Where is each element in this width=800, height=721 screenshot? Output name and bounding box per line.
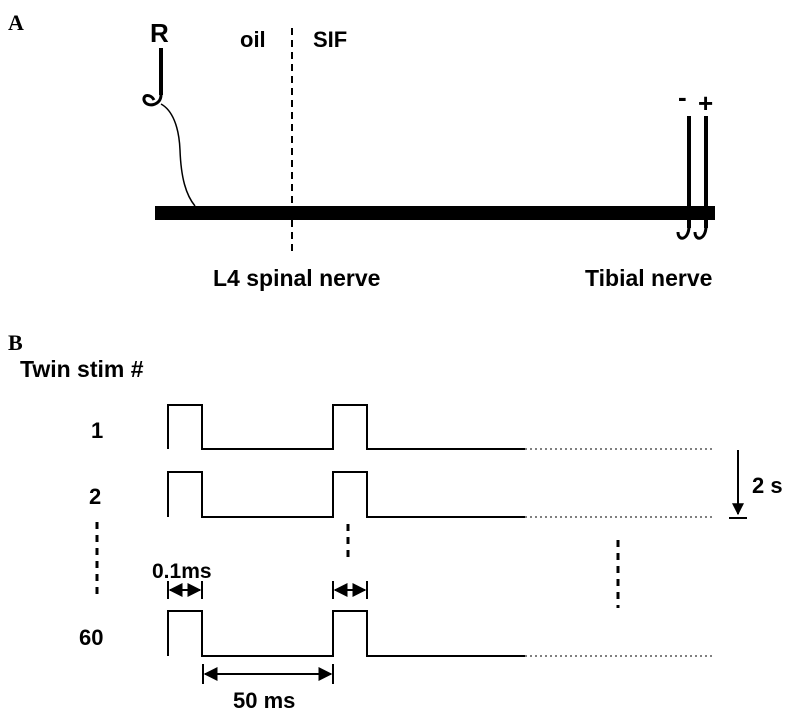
- trace-label-60: 60: [79, 625, 103, 650]
- oil-label: oil: [240, 27, 266, 52]
- pulse-trace-2: [167, 471, 525, 518]
- panel-b: B Twin stim # 1 2 60 2 s 0.1ms 50 ms: [8, 330, 783, 713]
- recording-electrode-wire: [160, 103, 196, 207]
- stim-electrode-negative-hook: [676, 225, 691, 240]
- trace-label-1: 1: [91, 418, 103, 443]
- recording-electrode-label: R: [150, 18, 169, 48]
- nerve-bar: [155, 206, 715, 220]
- pulse-trace-1: [167, 404, 525, 450]
- recording-electrode: [142, 48, 196, 207]
- pulse-width-label: 0.1ms: [152, 560, 212, 583]
- stim-electrode-positive-hook: [693, 225, 708, 240]
- minus-label: -: [678, 82, 687, 112]
- pulse-trace-60: [167, 610, 525, 657]
- tibial-nerve-label: Tibial nerve: [585, 265, 712, 291]
- trace-label-2: 2: [89, 484, 101, 509]
- period-label: 2 s: [752, 473, 783, 498]
- panel-a: A R oil SIF - + L4 spinal nerve Tibial n…: [8, 10, 715, 291]
- spinal-nerve-label: L4 spinal nerve: [213, 265, 380, 291]
- twin-stim-title: Twin stim #: [20, 356, 144, 382]
- panel-a-label: A: [8, 10, 24, 35]
- recording-electrode-hook: [142, 94, 163, 107]
- stimulating-electrodes: [676, 116, 708, 240]
- panel-b-label: B: [8, 330, 23, 355]
- interval-label: 50 ms: [233, 688, 295, 713]
- plus-label: +: [698, 88, 713, 118]
- sif-label: SIF: [313, 27, 347, 52]
